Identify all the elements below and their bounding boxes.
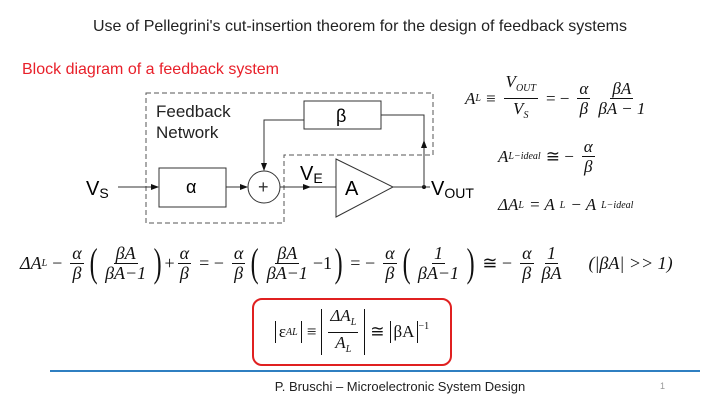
eq3-delta: ΔA <box>498 195 519 214</box>
ve-label: V <box>300 163 314 185</box>
beta-label: β <box>336 106 346 126</box>
eq4-ba: βA <box>113 242 138 264</box>
eq4-alpha: α <box>70 242 84 264</box>
network-label-1: Feedback <box>156 102 231 121</box>
eq1-rel: ≡ <box>485 88 496 108</box>
eq4-beta2: β <box>179 262 189 283</box>
eq4-eq2: = − <box>350 252 376 273</box>
boxed-exp: −1 <box>418 321 430 332</box>
boxed-num: ΔA <box>330 305 351 325</box>
eq4-ba2: βA <box>275 242 300 264</box>
eq4-one2: 1 <box>545 242 558 264</box>
network-label-2: Network <box>156 123 219 142</box>
eq4-beta3: β <box>234 262 244 283</box>
eq4-alpha2: α <box>177 242 192 264</box>
plus-sign: + <box>258 177 269 197</box>
eq1-num: V <box>505 72 516 91</box>
svg-text:VE: VE <box>300 163 323 186</box>
eq4-eq: = − <box>199 252 224 273</box>
eq4-bam1-3: βA−1 <box>417 262 459 283</box>
amplifier-triangle <box>335 158 395 218</box>
eq1-num-sub: OUT <box>515 83 536 94</box>
feedback-network-boundary <box>145 92 434 224</box>
eq4-minus: − <box>52 252 63 273</box>
slide-subtitle: Block diagram of a feedback system <box>22 61 280 78</box>
boxed-den: A <box>335 332 346 352</box>
eq1-alpha: α <box>577 79 591 99</box>
eq4-beta: β <box>72 262 82 283</box>
eq3-rest: = A <box>528 195 555 214</box>
eq4-alpha3: α <box>231 242 246 264</box>
vout-label: V <box>431 178 445 200</box>
eq1-beta: β <box>579 99 589 118</box>
eq2-lhs-sub: L−ideal <box>508 151 541 162</box>
eq4-bam1: βA−1 <box>105 262 147 283</box>
eq2-beta: β <box>584 157 593 176</box>
eq1-den: V <box>513 99 524 118</box>
eq4-m1: −1 <box>312 252 332 273</box>
eq4-approx: ≅ − <box>482 252 513 273</box>
eq3-minus: − A <box>570 195 597 214</box>
boxed-num-sub: L <box>350 316 357 328</box>
eq1-lhs-sub: L <box>475 93 481 104</box>
boxed-eps-sub: AL <box>286 326 298 338</box>
boxed-ba: βA <box>389 321 419 343</box>
eq4-one: 1 <box>431 242 445 264</box>
footer-text: P. Bruschi – Microelectronic System Desi… <box>274 379 526 394</box>
amp-label: A <box>345 178 359 200</box>
eq4-condition: (|βA| >> 1) <box>588 252 673 273</box>
eq3-sub2: L <box>559 199 566 211</box>
boxed-approx: ≅ <box>370 322 385 341</box>
boxed-eps: ε <box>278 322 287 341</box>
eq3-sub3: L−ideal <box>601 199 634 211</box>
eq4-sub: L <box>41 257 48 269</box>
page-number: 1 <box>660 381 666 391</box>
eq1-den2: βA − 1 <box>598 99 646 118</box>
ve-sub: E <box>313 170 322 186</box>
eq4-ba3: βA <box>541 262 562 283</box>
eq4-beta4: β <box>385 262 395 283</box>
eq4-beta5: β <box>522 262 532 283</box>
eq1-den-sub: S <box>523 110 529 121</box>
eq4-delta: ΔA <box>20 252 42 273</box>
eq1-num2: βA <box>610 79 634 99</box>
svg-text:VS: VS <box>86 178 109 201</box>
eq4-alpha4: α <box>383 242 397 264</box>
eq3-sub: L <box>518 199 524 211</box>
eq2-rel: ≅ − <box>545 146 574 166</box>
eq4-bam1-2: βA−1 <box>266 262 308 283</box>
eq2-lhs: A <box>498 146 509 166</box>
boxed-den-sub: L <box>345 343 352 355</box>
boxed-rel: ≡ <box>306 322 317 341</box>
footer-rule <box>50 370 700 372</box>
vs-label: V <box>86 178 100 200</box>
eq4-plus: + <box>164 252 175 273</box>
eq4-alpha5: α <box>520 242 534 264</box>
vs-sub: S <box>99 185 108 201</box>
eq1-lhs: A <box>465 88 476 108</box>
eq1-eq: = − <box>545 88 570 108</box>
svg-text:VOUT: VOUT <box>431 178 474 201</box>
vout-sub: OUT <box>444 185 474 201</box>
alpha-label: α <box>186 177 196 197</box>
slide-title: Use of Pellegrini's cut-insertion theore… <box>93 18 627 35</box>
eq2-alpha: α <box>581 137 595 157</box>
